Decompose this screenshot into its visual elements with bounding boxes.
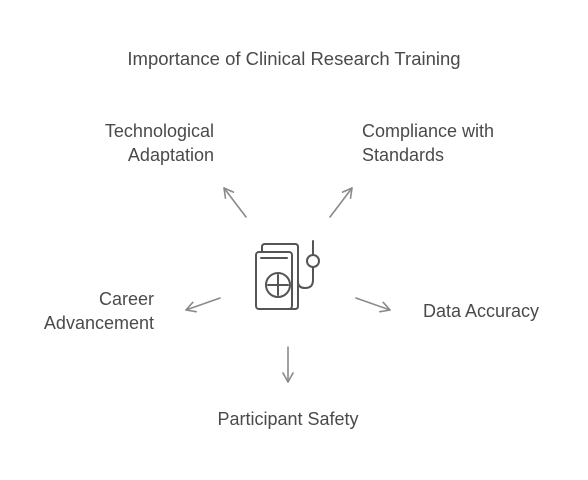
arrow-to-technological-adaptation [223,187,247,218]
node-compliance-with-standards: Compliance with Standards [362,121,495,165]
node-data-accuracy: Data Accuracy [423,301,540,321]
arrow-to-data-accuracy [355,297,391,313]
node-technological-adaptation: Technological Adaptation [104,121,214,165]
node-participant-safety: Participant Safety [217,409,359,429]
arrow-to-career-advancement [185,297,221,313]
clinical-research-book-icon [255,240,320,310]
diagram-title: Importance of Clinical Research Training [127,48,461,69]
node-career-advancement: Career Advancement [43,289,154,333]
arrow-to-compliance-with-standards [329,187,353,218]
